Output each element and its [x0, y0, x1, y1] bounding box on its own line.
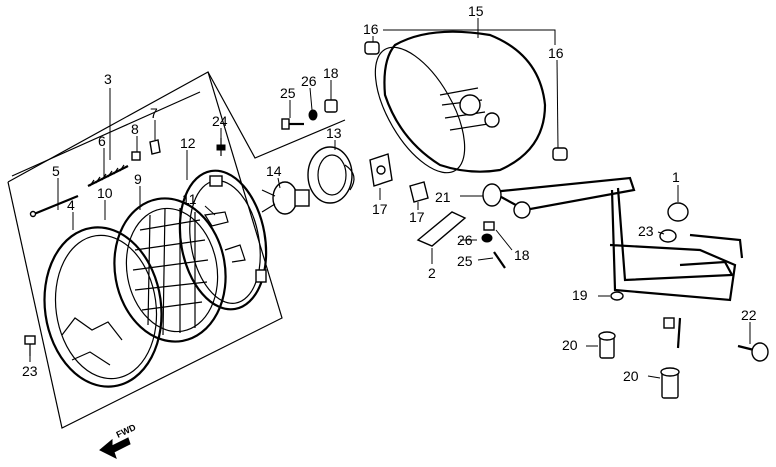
- callout-20-upper: 20: [562, 337, 578, 353]
- callout-26-upper: 26: [301, 73, 317, 89]
- callout-8: 8: [131, 121, 139, 137]
- callout-6: 6: [98, 133, 106, 149]
- callout-10: 10: [97, 185, 113, 201]
- callout-17-right: 17: [409, 209, 425, 225]
- callout-17-left: 17: [372, 201, 388, 217]
- collar-part: [659, 229, 677, 243]
- callout-5: 5: [52, 163, 60, 179]
- bolt-part-right: [737, 342, 769, 362]
- adjusting-screw: [87, 164, 129, 187]
- callout-15: 15: [468, 3, 484, 19]
- long-bolt-lower: [660, 317, 682, 399]
- mounting-ring: [178, 169, 268, 311]
- callout-18-upper: 18: [323, 65, 339, 81]
- washer-part-lower: [481, 233, 493, 243]
- callout-2: 2: [428, 265, 436, 281]
- reflector-plate: [416, 211, 467, 247]
- nut-part-lower: [483, 221, 495, 231]
- callout-21-right: 22: [741, 307, 757, 323]
- headlight-stay: [488, 176, 744, 302]
- callout-7: 7: [150, 105, 158, 121]
- long-bolt-upper: [598, 331, 616, 359]
- callout-16-right: 16: [548, 45, 564, 61]
- grommet-part: [482, 183, 502, 207]
- bushing-part-right: [552, 147, 568, 161]
- callout-22: 23: [638, 223, 654, 239]
- callout-19: 19: [572, 287, 588, 303]
- bolt-part-upper: [281, 118, 304, 130]
- mount-plate-right: [409, 181, 429, 203]
- callout-25-upper: 25: [280, 85, 296, 101]
- adjusting-rod: [29, 194, 79, 218]
- clip-part: [149, 139, 161, 155]
- headlight-case: [374, 30, 547, 174]
- callout-13: 13: [326, 125, 342, 141]
- callout-16-left: 16: [363, 21, 379, 37]
- collar-part-lower: [610, 291, 624, 301]
- bulb-socket: [307, 146, 355, 204]
- callout-21-left: 21: [435, 189, 451, 205]
- callout-labels: 3 5 6 7 8 4 10 9 12 11 24 14 13 25 26 18…: [22, 3, 757, 384]
- assembly-group-outline: [7, 71, 346, 429]
- leader-lines: [29, 18, 751, 379]
- bolt-part-lower: [493, 251, 506, 269]
- forward-label: FWD: [115, 422, 138, 440]
- callout-1: 1: [672, 169, 680, 185]
- callout-14: 14: [266, 163, 282, 179]
- bushing-part: [364, 41, 380, 55]
- screw-part: [216, 138, 226, 156]
- callout-24: 24: [212, 113, 228, 129]
- grommet-part-top: [667, 202, 689, 222]
- callout-26-lower: 26: [457, 232, 473, 248]
- callout-12: 12: [180, 135, 196, 151]
- callout-4: 4: [67, 197, 75, 213]
- callout-25-lower: 25: [457, 253, 473, 269]
- callout-11: 11: [182, 191, 197, 207]
- nut-part-upper: [324, 99, 338, 113]
- screw-part-lower: [24, 335, 36, 356]
- headlight-lens: [113, 197, 227, 343]
- forward-direction-indicator: FWD: [99, 422, 138, 459]
- mount-plate-left: [369, 153, 393, 187]
- callout-18-lower: 18: [514, 247, 530, 263]
- callout-9: 9: [134, 171, 142, 187]
- headlight-rim-ring: [43, 226, 163, 388]
- nut-part: [131, 151, 141, 161]
- bulb: [261, 181, 310, 215]
- callout-3: 3: [104, 71, 112, 87]
- callout-20-lower: 20: [623, 368, 639, 384]
- callout-23: 23: [22, 363, 38, 379]
- washer-part-upper: [308, 109, 318, 121]
